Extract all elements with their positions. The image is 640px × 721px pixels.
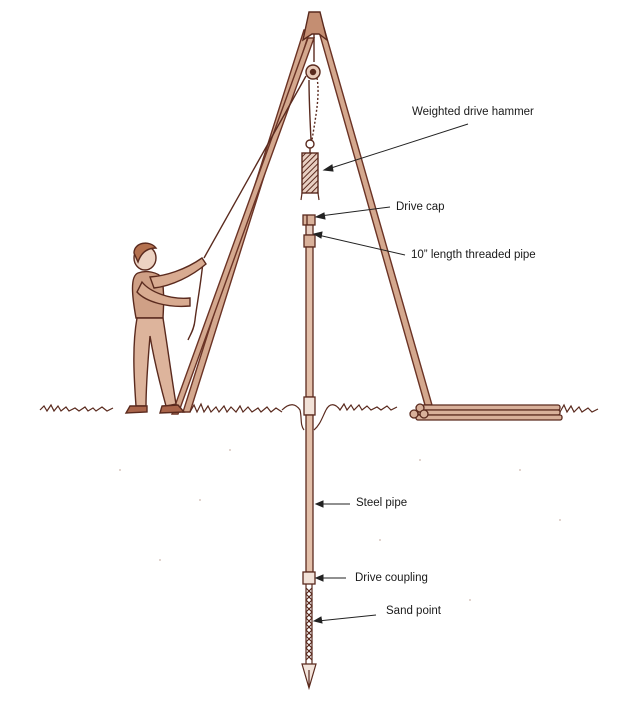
tripod-head-icon [301, 11, 329, 80]
rope [187, 75, 319, 341]
hammer-hook-icon [305, 139, 315, 153]
man-figure [124, 242, 207, 414]
steel-pipe [302, 246, 316, 585]
leader-arrows [312, 123, 469, 624]
label-drive-cap: Drive cap [396, 201, 445, 213]
drive-cap [302, 214, 316, 226]
tripod [171, 27, 433, 415]
ground-grass [39, 402, 599, 431]
label-steel-pipe: Steel pipe [356, 497, 408, 509]
label-threaded-pipe: 10” length threaded pipe [411, 249, 536, 261]
threaded-pipe [303, 224, 316, 248]
label-drive-coupling: Drive coupling [355, 572, 428, 584]
spare-pipes [409, 403, 563, 421]
sand-point [301, 584, 317, 691]
drive-hammer [300, 152, 320, 201]
label-weighted-drive-hammer: Weighted drive hammer [412, 106, 534, 118]
ground-texture [119, 449, 561, 601]
label-sand-point: Sand point [386, 605, 441, 617]
